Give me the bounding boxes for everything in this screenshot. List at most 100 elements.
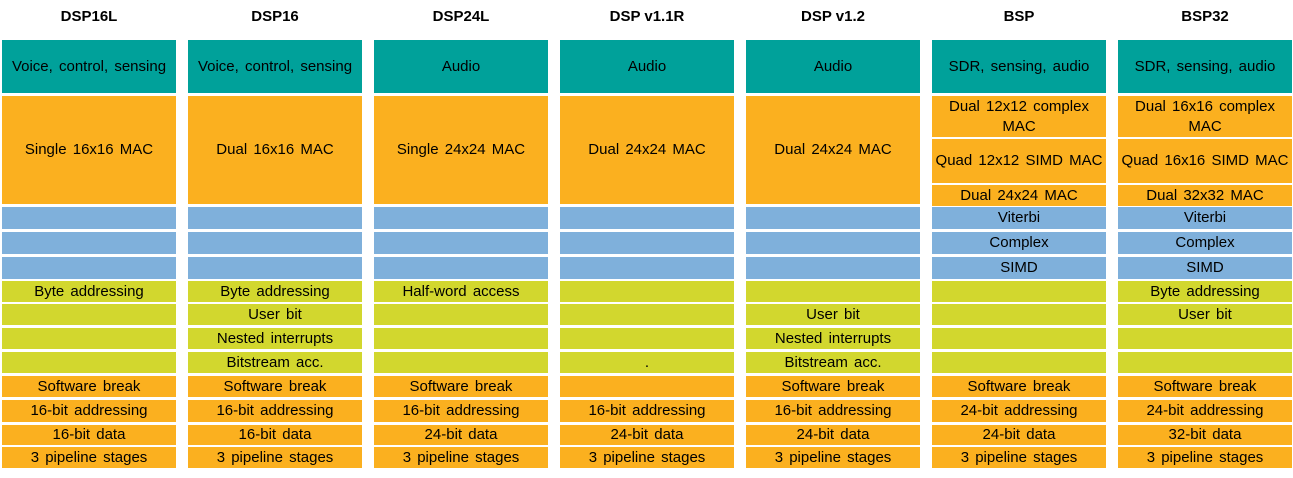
feature-cell [2, 232, 176, 254]
data-width-cell: 24-bit data [932, 425, 1106, 445]
option-cell [1118, 328, 1292, 349]
mac-cell: Dual 24x24 MAC [746, 96, 920, 204]
data-width-cell: 24-bit data [374, 425, 548, 445]
column-header: DSP v1.2 [801, 8, 865, 25]
column-header: DSP24L [432, 8, 490, 25]
column-header: DSP v1.1R [609, 8, 685, 25]
pipeline-cell: 3 pipeline stages [746, 447, 920, 468]
pipeline-cell: 3 pipeline stages [560, 447, 734, 468]
mac-cell: Dual 16x16 complex MAC [1118, 96, 1292, 137]
feature-cell [188, 257, 362, 279]
feature-cell [560, 232, 734, 254]
option-cell [560, 304, 734, 325]
feature-cell: Complex [932, 232, 1106, 254]
addressing-cell: 24-bit addressing [1118, 400, 1292, 422]
software-break-cell [560, 376, 734, 397]
mac-cell: Dual 32x32 MAC [1118, 185, 1292, 206]
feature-cell [2, 207, 176, 229]
feature-cell [560, 257, 734, 279]
application-cell: Voice, control, sensing [2, 40, 176, 93]
mac-cell: Dual 16x16 MAC [188, 96, 362, 204]
feature-cell [188, 232, 362, 254]
option-cell [746, 281, 920, 302]
application-cell: Audio [560, 40, 734, 93]
feature-cell: SIMD [932, 257, 1106, 279]
option-cell [560, 328, 734, 349]
data-width-cell: 24-bit data [746, 425, 920, 445]
pipeline-cell: 3 pipeline stages [2, 447, 176, 468]
column-header: DSP16L [60, 8, 118, 25]
feature-cell [746, 257, 920, 279]
application-cell: Audio [374, 40, 548, 93]
option-cell [374, 352, 548, 373]
option-cell [2, 328, 176, 349]
addressing-cell: 16-bit addressing [746, 400, 920, 422]
feature-cell: Complex [1118, 232, 1292, 254]
option-cell: . [560, 352, 734, 373]
mac-cell: Dual 24x24 MAC [932, 185, 1106, 206]
software-break-cell: Software break [188, 376, 362, 397]
feature-cell [374, 207, 548, 229]
feature-cell [2, 257, 176, 279]
mac-cell: Dual 24x24 MAC [560, 96, 734, 204]
option-cell: User bit [188, 304, 362, 325]
data-width-cell: 24-bit data [560, 425, 734, 445]
pipeline-cell: 3 pipeline stages [374, 447, 548, 468]
option-cell: Bitstream acc. [188, 352, 362, 373]
option-cell [374, 328, 548, 349]
feature-cell [374, 257, 548, 279]
addressing-cell: 16-bit addressing [2, 400, 176, 422]
option-cell [1118, 352, 1292, 373]
option-cell [560, 281, 734, 302]
application-cell: Voice, control, sensing [188, 40, 362, 93]
feature-cell: SIMD [1118, 257, 1292, 279]
addressing-cell: 16-bit addressing [560, 400, 734, 422]
pipeline-cell: 3 pipeline stages [188, 447, 362, 468]
column-header: BSP32 [1181, 8, 1229, 25]
option-cell: Byte addressing [188, 281, 362, 302]
option-cell: Half-word access [374, 281, 548, 302]
software-break-cell: Software break [1118, 376, 1292, 397]
option-cell [2, 304, 176, 325]
column-header: DSP16 [251, 8, 299, 25]
feature-cell [746, 207, 920, 229]
application-cell: SDR, sensing, audio [1118, 40, 1292, 93]
mac-cell: Quad 16x16 SIMD MAC [1118, 139, 1292, 183]
software-break-cell: Software break [932, 376, 1106, 397]
option-cell: Nested interrupts [746, 328, 920, 349]
feature-cell: Viterbi [1118, 207, 1292, 229]
option-cell: Byte addressing [2, 281, 176, 302]
option-cell [932, 304, 1106, 325]
pipeline-cell: 3 pipeline stages [1118, 447, 1292, 468]
application-cell: SDR, sensing, audio [932, 40, 1106, 93]
mac-cell: Single 16x16 MAC [2, 96, 176, 204]
mac-cell: Quad 12x12 SIMD MAC [932, 139, 1106, 183]
feature-cell: Viterbi [932, 207, 1106, 229]
feature-cell [188, 207, 362, 229]
option-cell: Byte addressing [1118, 281, 1292, 302]
feature-cell [746, 232, 920, 254]
software-break-cell: Software break [746, 376, 920, 397]
addressing-cell: 16-bit addressing [188, 400, 362, 422]
data-width-cell: 16-bit data [2, 425, 176, 445]
mac-cell: Dual 12x12 complex MAC [932, 96, 1106, 137]
feature-cell [560, 207, 734, 229]
option-cell [2, 352, 176, 373]
option-cell [932, 281, 1106, 302]
option-cell: User bit [746, 304, 920, 325]
column-header: BSP [1003, 8, 1035, 25]
application-cell: Audio [746, 40, 920, 93]
option-cell: Bitstream acc. [746, 352, 920, 373]
option-cell: User bit [1118, 304, 1292, 325]
addressing-cell: 16-bit addressing [374, 400, 548, 422]
option-cell: Nested interrupts [188, 328, 362, 349]
feature-cell [374, 232, 548, 254]
mac-cell: Single 24x24 MAC [374, 96, 548, 204]
software-break-cell: Software break [374, 376, 548, 397]
option-cell [932, 328, 1106, 349]
software-break-cell: Software break [2, 376, 176, 397]
option-cell [374, 304, 548, 325]
addressing-cell: 24-bit addressing [932, 400, 1106, 422]
data-width-cell: 32-bit data [1118, 425, 1292, 445]
option-cell [932, 352, 1106, 373]
